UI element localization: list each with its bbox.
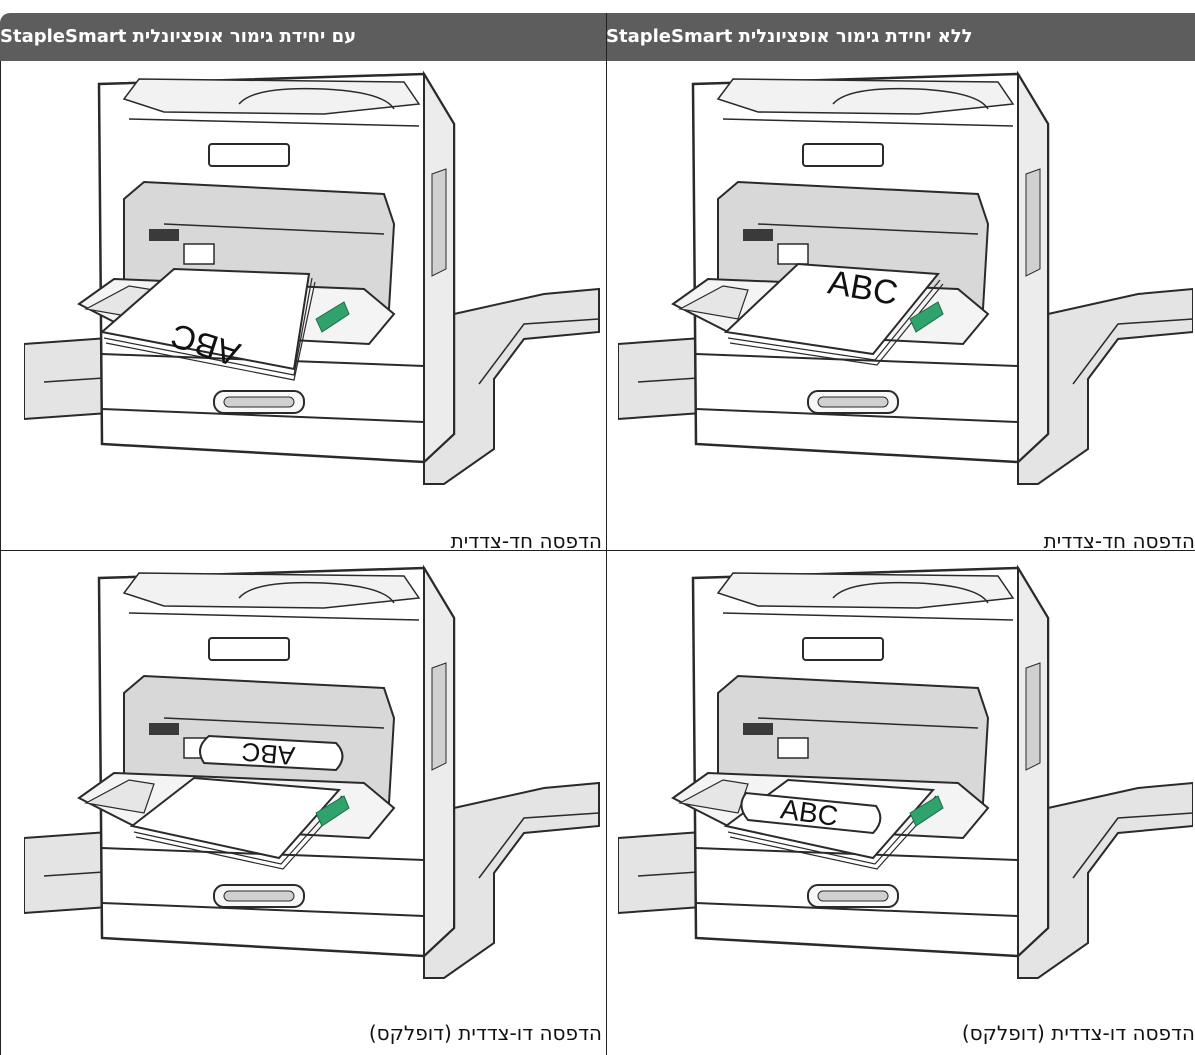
caption-with-simplex: הדפסה חד-צדדית [4,526,602,556]
caption-with-duplex: הדפסה דו-צדדית (דופלקס) [4,1018,602,1048]
column-divider [606,13,607,1055]
caption-without-simplex: הדפסה חד-צדדית [610,526,1195,556]
header-without-staplesmart: ללא יחידת גימור אופציונלית StapleSmart [606,13,1195,61]
printer-illustration-with-simplex: ABC [24,64,604,509]
printer-illustration-without-duplex: ABC [618,558,1193,1003]
paper-label: ABC [240,737,296,772]
header-with-staplesmart-text: עם יחידת גימור אופציונלית StapleSmart [0,13,366,61]
printer-illustration-without-simplex: ABC [618,64,1193,509]
printer-illustration-with-duplex: ABC [24,558,604,1003]
header-with-staplesmart: עם יחידת גימור אופציונלית StapleSmart [0,13,606,61]
table-left-border [0,61,1,1055]
header-without-staplesmart-text: ללא יחידת גימור אופציונלית StapleSmart [606,13,979,61]
caption-without-duplex: הדפסה דו-צדדית (דופלקס) [610,1018,1195,1048]
